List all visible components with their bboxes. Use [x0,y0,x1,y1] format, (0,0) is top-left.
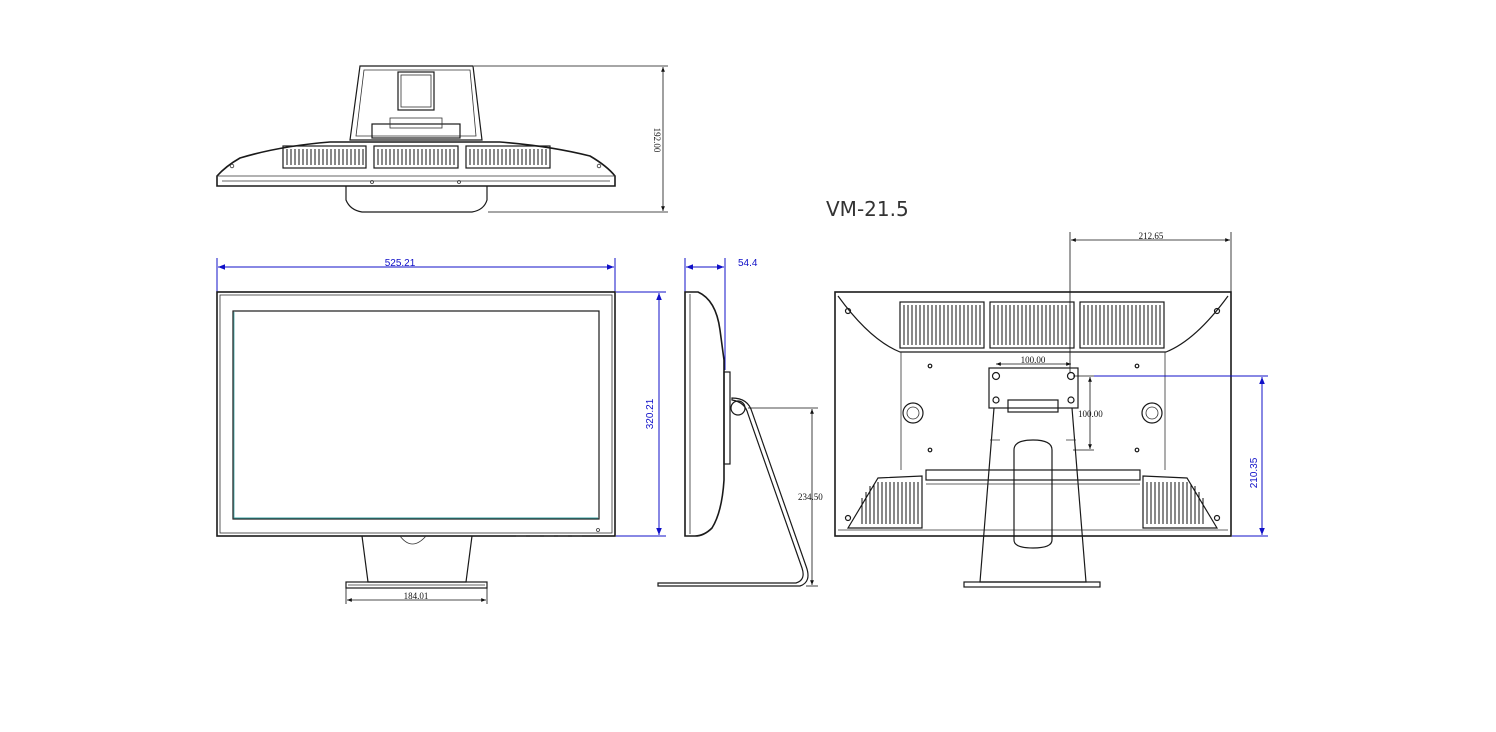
dim-width: 525.21 [385,258,416,269]
top-view: 192.00 [216,65,668,213]
dim-base-width: 184.01 [404,591,429,601]
side-view: 54.4 234.50 [657,258,823,587]
dim-height: 320.21 [645,398,656,429]
rear-view: 212.65 [834,231,1268,588]
dim-vesa-width: 100.00 [1021,355,1046,365]
dim-stand-height: 234.50 [798,492,823,502]
model-title: VM-21.5 [826,197,909,221]
dim-rear-offset: 212.65 [1139,231,1164,241]
dim-rear-height: 210.35 [1249,457,1260,488]
dim-vesa-height: 100.00 [1078,409,1103,419]
dim-top-depth: 192.00 [652,128,662,153]
front-view: 525.21 184.01 320.21 [216,258,666,604]
dim-depth: 54.4 [738,258,758,269]
